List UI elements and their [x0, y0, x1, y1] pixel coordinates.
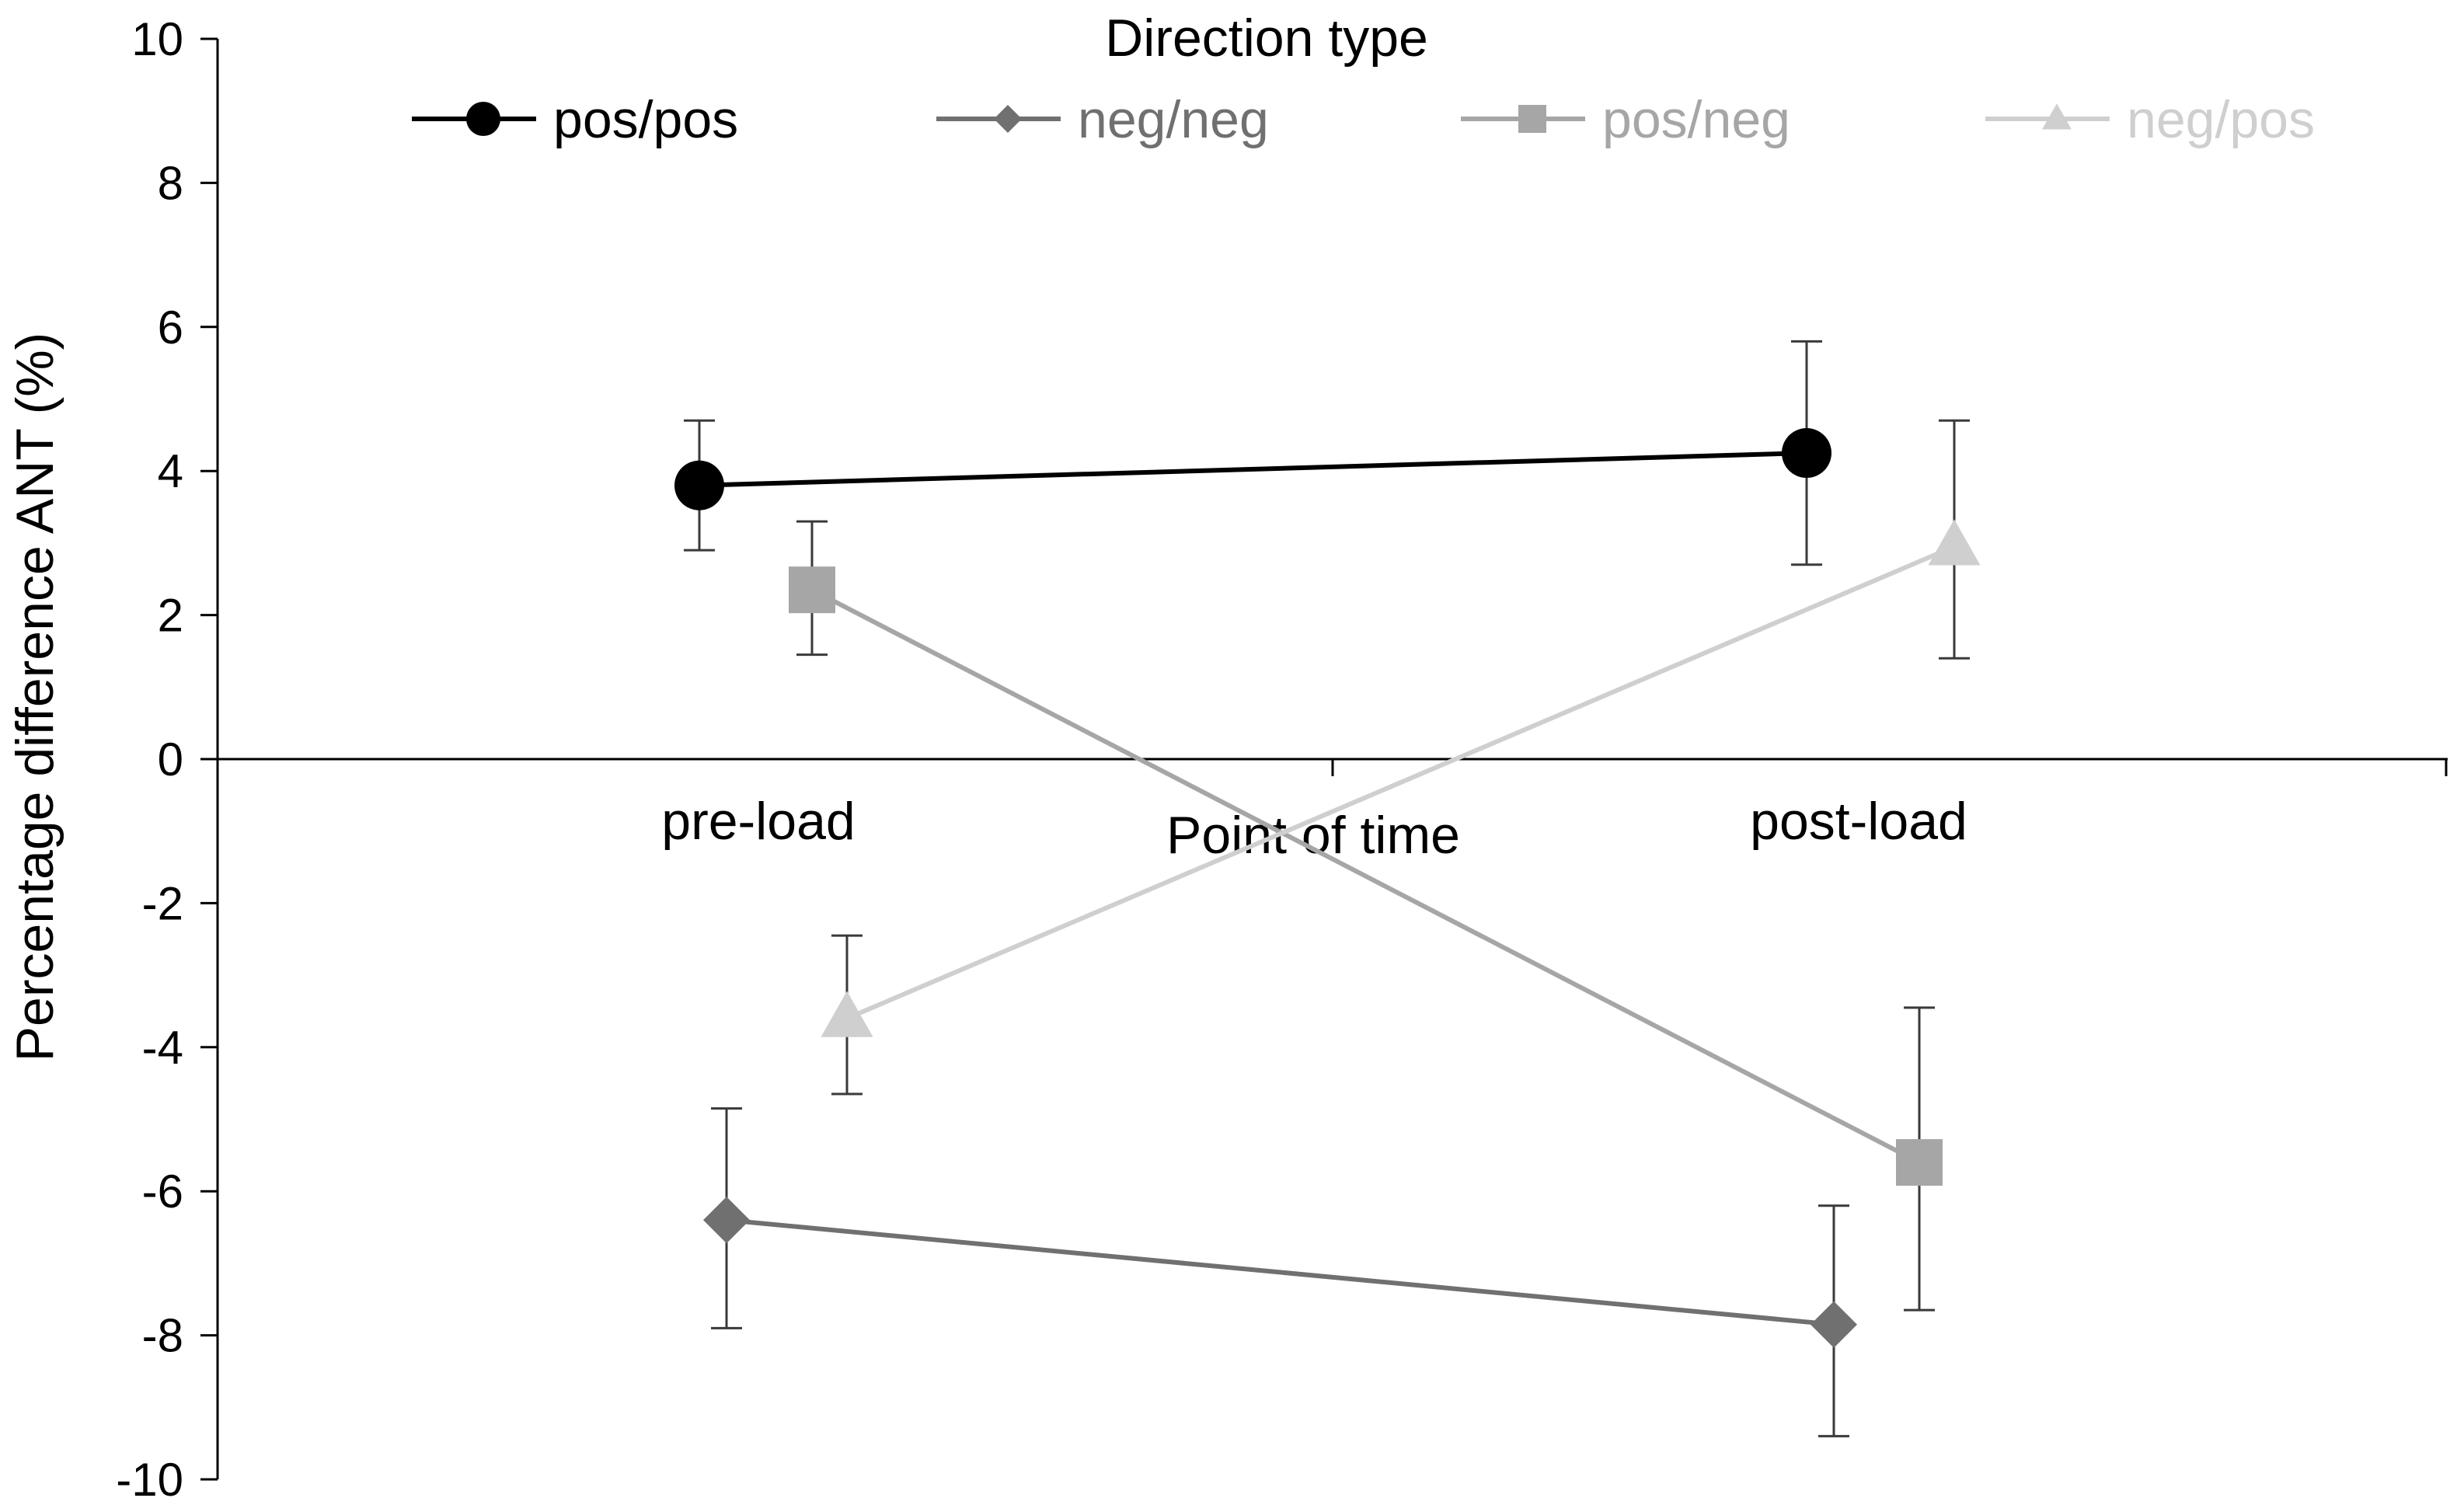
legend-item-neg-pos: neg/pos: [1985, 90, 2315, 149]
series-neg-pos: [821, 419, 1981, 1096]
y-tick-label: 2: [158, 590, 183, 642]
y-tick-label: 0: [158, 733, 183, 786]
x-category-label: pre-load: [661, 792, 856, 851]
y-tick-label: 4: [158, 445, 183, 497]
y-axis-title: Percentage difference ANT (%): [5, 333, 64, 1062]
series-neg-neg: [703, 1107, 1857, 1437]
y-tick-label: 8: [158, 157, 183, 209]
y-tick-label: 6: [158, 301, 183, 354]
data-point-circle: [674, 460, 724, 510]
data-point-triangle: [821, 991, 873, 1037]
legend-title: Direction type: [1105, 9, 1428, 68]
x-category-label: post-load: [1750, 792, 1967, 851]
y-tick-label: -6: [142, 1165, 183, 1218]
legend-marker-triangle: [2042, 103, 2072, 130]
legend-label: pos/neg: [1602, 90, 1790, 149]
legend-item-pos-neg: pos/neg: [1461, 90, 1790, 149]
legend-marker-diamond: [994, 105, 1022, 133]
y-tick-label: -2: [142, 877, 183, 929]
x-axis-title: Point of time: [1166, 806, 1460, 865]
data-point-square: [1896, 1139, 1943, 1186]
y-tick-label: -8: [142, 1310, 183, 1362]
series-line: [810, 587, 1921, 1165]
legend-label: pos/pos: [553, 90, 738, 149]
legend-label: neg/neg: [1078, 90, 1269, 149]
legend-marker-square: [1518, 105, 1546, 133]
legend-item-pos-pos: pos/pos: [412, 90, 738, 149]
data-point-circle: [1782, 428, 1831, 479]
series-line: [726, 1218, 1835, 1327]
data-point-diamond: [1811, 1301, 1857, 1348]
series-pos-pos: [674, 340, 1831, 566]
legend-marker-circle: [466, 102, 500, 136]
data-point-diamond: [703, 1197, 750, 1244]
data-point-triangle: [1928, 519, 1981, 566]
y-tick-label: -10: [116, 1454, 183, 1506]
series-line: [699, 451, 1807, 488]
series-pos-neg: [789, 520, 1943, 1312]
series-line: [845, 544, 1956, 1021]
y-tick-label: 10: [131, 13, 183, 65]
legend-item-neg-neg: neg/neg: [936, 90, 1269, 149]
legend-label: neg/pos: [2127, 90, 2315, 149]
data-point-square: [789, 566, 835, 614]
y-tick-label: -4: [142, 1022, 183, 1074]
